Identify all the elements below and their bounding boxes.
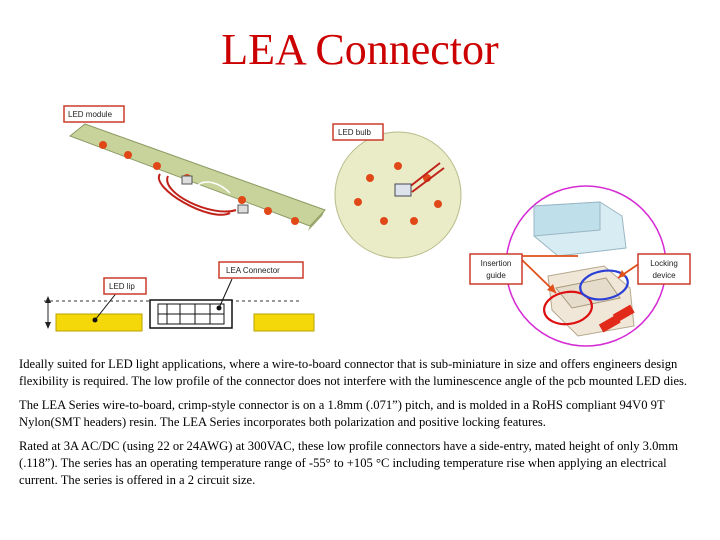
led-lip-side-profile <box>44 278 315 332</box>
insertion-guide-callout: Insertion guide <box>469 253 523 285</box>
description-text: Ideally suited for LED light application… <box>19 356 691 496</box>
paragraph-ratings: Rated at 3A AC/DC (using 22 or 24AWG) at… <box>19 439 678 487</box>
led-module-callout: LED module <box>63 105 125 123</box>
locking-device-label-2: device <box>652 271 676 280</box>
connector-detail-image <box>505 185 667 347</box>
paragraph-intro: Ideally suited for LED light application… <box>19 357 688 388</box>
led-module-label: LED module <box>68 110 113 119</box>
connector-figure: LED module LED bulb LEA Connector LED li… <box>0 98 720 348</box>
locking-device-callout: Locking device <box>637 253 691 285</box>
led-bulb-image <box>334 131 462 259</box>
insertion-guide-label-1: Insertion <box>481 259 512 268</box>
lea-connector-label: LEA Connector <box>226 266 280 275</box>
insertion-guide-label-2: guide <box>486 271 506 280</box>
paragraph-series: The LEA Series wire-to-board, crimp-styl… <box>19 398 665 429</box>
led-bulb-label: LED bulb <box>338 128 371 137</box>
led-bulb-callout: LED bulb <box>332 123 384 141</box>
led-lip-label: LED lip <box>109 282 135 291</box>
page-title: LEA Connector <box>221 25 499 74</box>
led-lip-callout: LED lip <box>103 277 147 295</box>
led-module-strip-image <box>69 123 326 231</box>
locking-device-label-1: Locking <box>650 259 678 268</box>
lea-connector-callout: LEA Connector <box>218 261 304 279</box>
